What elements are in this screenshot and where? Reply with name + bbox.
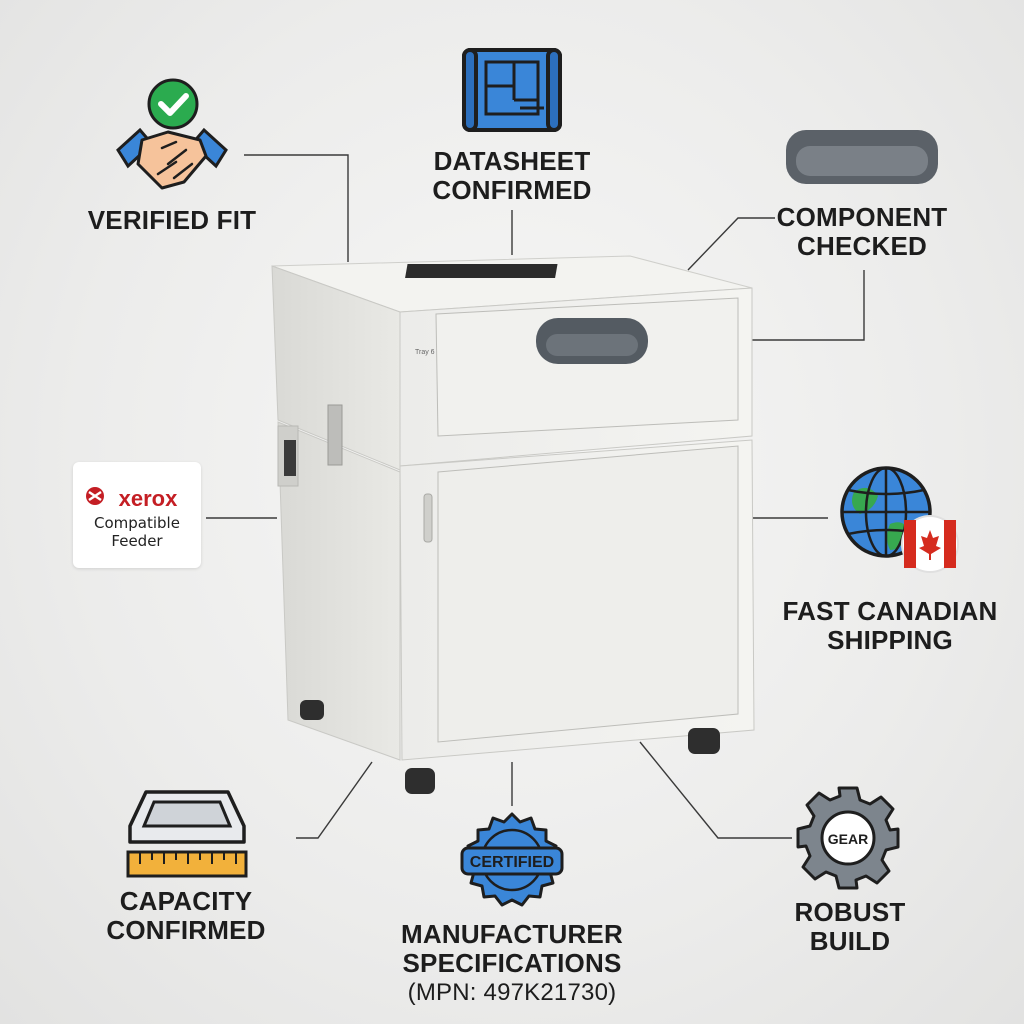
- verified-fit-label: VERIFIED FIT: [87, 205, 257, 235]
- globe-canada-flag-icon: [840, 466, 959, 573]
- xerox-brand-text: xerox: [118, 486, 178, 511]
- robust-label: ROBUST BUILD: [794, 897, 906, 956]
- datasheet-label: DATASHEET CONFIRMED: [432, 146, 592, 205]
- shipping-label: FAST CANADIAN SHIPPING: [782, 596, 998, 655]
- tray-ruler-icon: [126, 790, 248, 878]
- certified-text: CERTIFIED: [470, 854, 554, 871]
- tray-label: Tray 6: [415, 349, 435, 356]
- gear-icon: GEAR: [796, 786, 900, 890]
- handle-icon: [786, 130, 938, 184]
- feeder-cabinet-image: Tray 6: [271, 255, 755, 794]
- gear-text: GEAR: [828, 831, 868, 847]
- badge-line-2: Feeder: [111, 532, 163, 550]
- capacity-label: CAPACITY CONFIRMED: [106, 886, 266, 945]
- certified-seal-icon: CERTIFIED: [460, 812, 564, 907]
- xerox-compatible-badge: xerox Compatible Feeder: [73, 462, 201, 568]
- component-label: COMPONENT CHECKED: [776, 202, 948, 261]
- specs-label: MANUFACTURER SPECIFICATIONS (MPN: 497K21…: [401, 919, 623, 1007]
- xerox-logo-icon: [86, 487, 104, 505]
- badge-line-1: Compatible: [94, 514, 180, 532]
- handshake-check-icon: [116, 78, 228, 190]
- blueprint-icon: [462, 48, 562, 132]
